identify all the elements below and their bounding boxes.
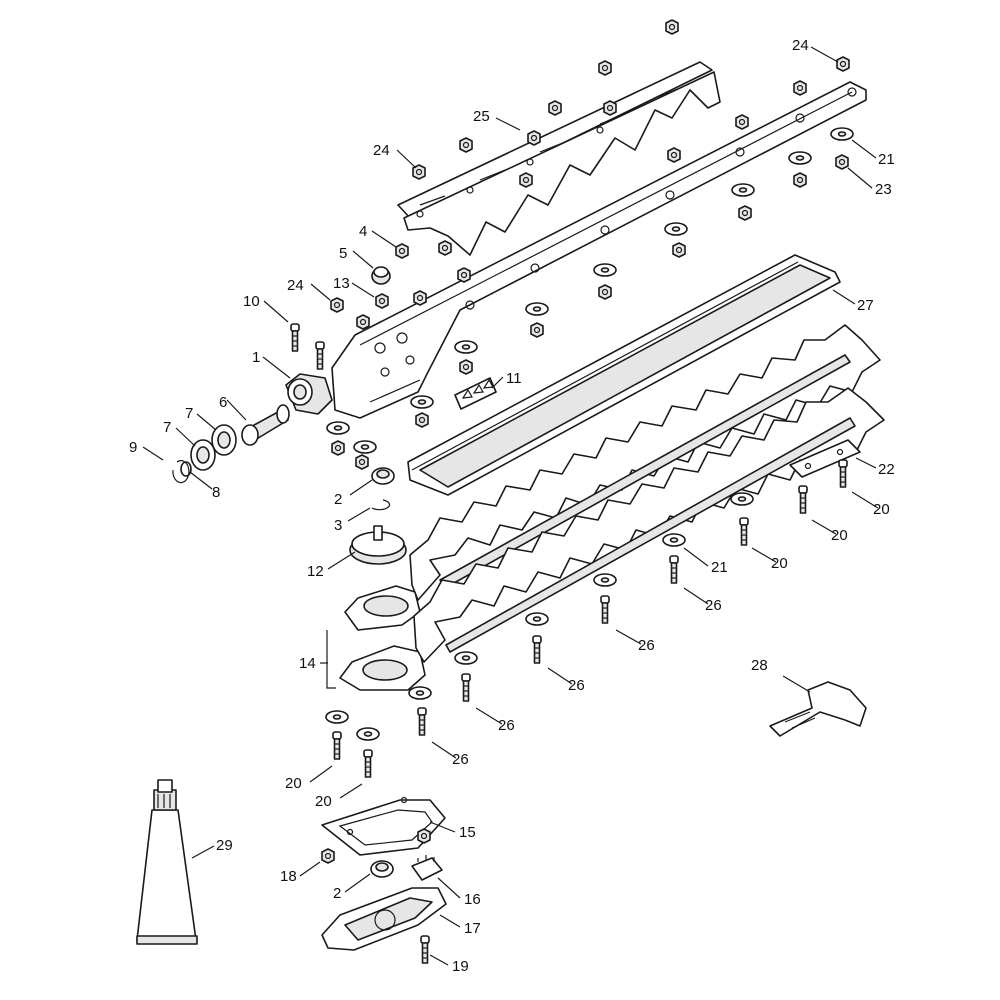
gear-cover-part-17 [321, 887, 447, 951]
callout-2-lower: 2 [333, 885, 341, 902]
callout-21-a: 21 [878, 151, 895, 168]
leader-lines [142, 46, 879, 966]
grease-tube-part-29 [136, 779, 198, 945]
callout-20-c: 20 [771, 555, 788, 572]
callout-14: 14 [299, 655, 316, 672]
callout-10: 10 [243, 293, 260, 310]
callout-20-e: 20 [315, 793, 332, 810]
callout-15: 15 [459, 824, 476, 841]
callout-22: 22 [878, 461, 895, 478]
callout-7-lower: 7 [163, 419, 171, 436]
callout-26-a: 26 [705, 597, 722, 614]
callout-26-d: 26 [498, 717, 515, 734]
seal-block-part-16 [411, 855, 443, 881]
bearing-part-7a [211, 424, 237, 456]
callout-8: 8 [212, 484, 220, 501]
plate-part-22 [789, 439, 861, 478]
washer-part-8 [180, 461, 192, 477]
callout-24-a: 24 [792, 37, 809, 54]
circlip-part-3 [371, 499, 391, 511]
drive-shaft-part-6 [241, 404, 290, 446]
callout-19: 19 [452, 958, 469, 975]
callout-25: 25 [473, 108, 490, 125]
callout-1: 1 [252, 349, 260, 366]
gear-housing-part-1 [285, 81, 867, 419]
gasket-part-15 [321, 796, 446, 856]
callout-27: 27 [857, 297, 874, 314]
callout-13: 13 [333, 275, 350, 292]
callout-26-b: 26 [638, 637, 655, 654]
callout-24-b: 24 [373, 142, 390, 159]
bearing-part-2-lower [370, 860, 394, 878]
callout-2-upper: 2 [334, 491, 342, 508]
callout-labels: 1 2 2 3 4 5 6 7 7 8 9 10 11 12 13 14 15 … [129, 37, 895, 975]
stiffener-rail-part-27 [407, 254, 841, 496]
plug-part-5 [371, 266, 391, 285]
blade-guard-part-25 [397, 61, 721, 256]
callout-20-d: 20 [285, 775, 302, 792]
bearing-part-2-upper [371, 467, 395, 485]
callout-17: 17 [464, 920, 481, 937]
callout-16: 16 [464, 891, 481, 908]
callout-26-c: 26 [568, 677, 585, 694]
cutting-blade-lower [339, 387, 885, 691]
callout-26-e: 26 [452, 751, 469, 768]
callout-3: 3 [334, 517, 342, 534]
callout-20-b: 20 [831, 527, 848, 544]
callout-24-c: 24 [287, 277, 304, 294]
callout-20-a: 20 [873, 501, 890, 518]
hand-guard-part-28 [769, 681, 867, 737]
cutting-blade-upper [344, 324, 881, 631]
callout-21-b: 21 [711, 559, 728, 576]
callout-9: 9 [129, 439, 137, 456]
callout-11: 11 [506, 370, 522, 387]
bearing-part-7b [190, 439, 216, 471]
eccentric-part-12 [349, 525, 407, 565]
warning-label-part-11 [454, 377, 497, 410]
callout-12: 12 [307, 563, 324, 580]
callout-4: 4 [359, 223, 367, 240]
callout-23: 23 [875, 181, 892, 198]
callout-29: 29 [216, 837, 233, 854]
callout-5: 5 [339, 245, 347, 262]
callout-28: 28 [751, 657, 768, 674]
callout-6: 6 [219, 394, 227, 411]
circlip-part-9 [172, 460, 190, 484]
callout-7-upper: 7 [185, 405, 193, 422]
callout-18: 18 [280, 868, 297, 885]
